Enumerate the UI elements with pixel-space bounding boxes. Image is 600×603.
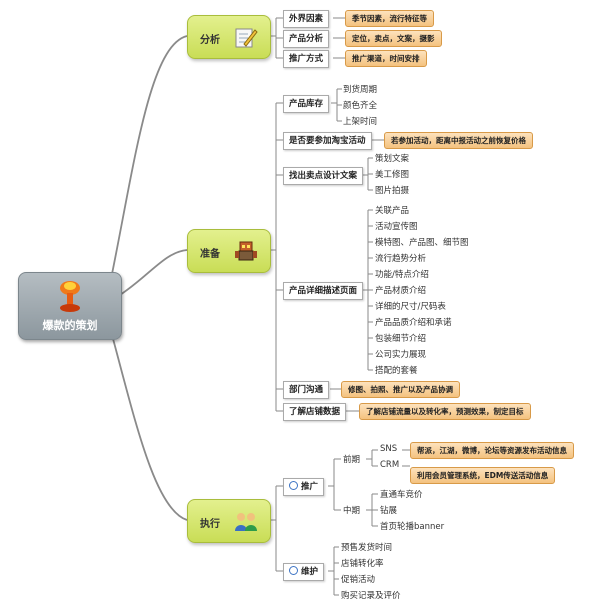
list-item: 图片拍摄 [375,186,410,196]
category-label: 分析 [200,35,220,46]
category-analysis[interactable]: 分析 [187,15,271,59]
topic-promotion-method[interactable]: 推广方式 [283,50,330,68]
category-label: 准备 [200,249,220,260]
topic-maintenance[interactable]: 维护 [283,563,325,581]
list-item: 功能/特点介绍 [375,270,429,280]
note-callout: 定位，卖点，文案，摄影 [345,30,442,47]
list-item: 搭配的套餐 [375,366,418,376]
note-callout: 帮派，江湖，微博，论坛等资源发布活动信息 [410,442,574,459]
category-label: 执行 [200,519,220,530]
list-item: 直通车竞价 [380,490,423,500]
list-item: 产品品质介绍和承诺 [375,318,452,328]
list-item: 上架时间 [343,117,378,127]
list-item: 首页轮播banner [380,522,445,532]
list-item: 模特图、产品图、细节图 [375,238,469,248]
list-item: 到货周期 [343,85,378,95]
central-topic[interactable]: 爆款的策划 [18,272,122,340]
list-item: 公司实力展现 [375,350,427,360]
topic-label: 维护 [301,567,319,577]
pencil-notepad-icon [235,28,258,48]
phase-early: 前期 [343,455,361,465]
list-item: 促销活动 [341,575,376,585]
list-item: 店铺转化率 [341,559,384,569]
list-item: 美工修图 [375,170,410,180]
note-callout: 若参加活动，距离中报活动之前恢复价格 [384,132,533,149]
list-item: 颜色齐全 [343,101,378,111]
list-item: 预售发货时间 [341,543,393,553]
topic-dept-communication[interactable]: 部门沟通 [283,381,330,399]
topic-product-analysis[interactable]: 产品分析 [283,30,330,48]
robot-icon [235,241,257,261]
mushroom-cloud-icon [60,281,80,312]
note-callout: 季节因素，流行特征等 [345,10,434,27]
phase-mid: 中期 [343,506,361,516]
note-callout: 修图、拍照、推广以及产品协调 [341,381,460,398]
note-callout: 推广渠道，时间安排 [345,50,427,67]
list-item: 关联产品 [375,206,410,216]
list-item: 产品材质介绍 [375,286,427,296]
topic-label: 推广 [301,482,319,492]
topic-promotion[interactable]: 推广 [283,478,325,496]
list-item: 包装细节介绍 [375,334,427,344]
note-callout: 利用会员管理系统，EDM传送活动信息 [410,467,556,484]
topic-shop-data[interactable]: 了解店铺数据 [283,403,347,421]
note-callout: 了解店铺流量以及转化率，预测效果，制定目标 [359,403,531,420]
topic-product-detail-page[interactable]: 产品详细描述页面 [283,282,364,300]
topic-external-factors[interactable]: 外界因素 [283,10,330,28]
category-prep[interactable]: 准备 [187,229,271,273]
category-exec[interactable]: 执行 [187,499,271,543]
circle-bullet-icon [289,566,298,575]
topic-taobao-activity[interactable]: 是否要参加淘宝活动 [283,132,372,150]
list-item: 流行趋势分析 [375,254,427,264]
list-item: 购买记录及评价 [341,591,401,601]
circle-bullet-icon [289,481,298,490]
list-item: 活动宣传图 [375,222,418,232]
central-topic-label: 爆款的策划 [42,319,98,332]
people-group-icon [235,513,257,531]
channel-crm: CRM [380,460,400,470]
list-item: 详细的尺寸/尺码表 [375,302,446,312]
topic-inventory[interactable]: 产品库存 [283,95,330,113]
list-item: 策划文案 [375,154,410,164]
channel-sns: SNS [380,444,398,454]
topic-selling-points-copy[interactable]: 找出卖点设计文案 [283,167,364,185]
list-item: 钻展 [380,506,398,516]
